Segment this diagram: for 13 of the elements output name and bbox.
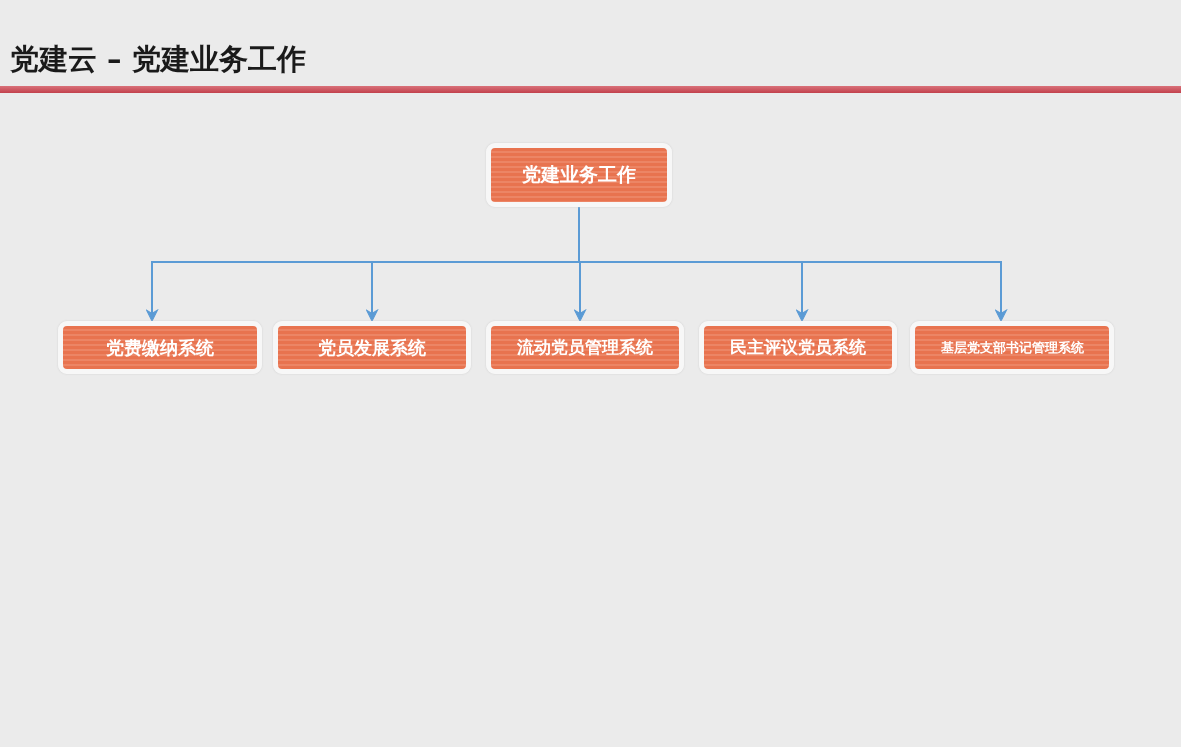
- box-label: 民主评议党员系统: [730, 336, 866, 359]
- box-label: 基层党支部书记管理系统: [940, 338, 1084, 357]
- box-label: 党费缴纳系统: [106, 335, 214, 360]
- box-label: 流动党员管理系统: [517, 336, 653, 359]
- system-box: [58, 321, 262, 374]
- system-box: [910, 321, 1114, 374]
- page-title: 党建云 – 党建业务工作: [10, 41, 306, 78]
- system-box: [486, 321, 684, 374]
- root-box: [486, 143, 672, 207]
- system-box: [273, 321, 471, 374]
- box-label: 党员发展系统: [318, 335, 426, 360]
- system-box: [699, 321, 897, 374]
- box-label: 党建业务工作: [522, 162, 636, 187]
